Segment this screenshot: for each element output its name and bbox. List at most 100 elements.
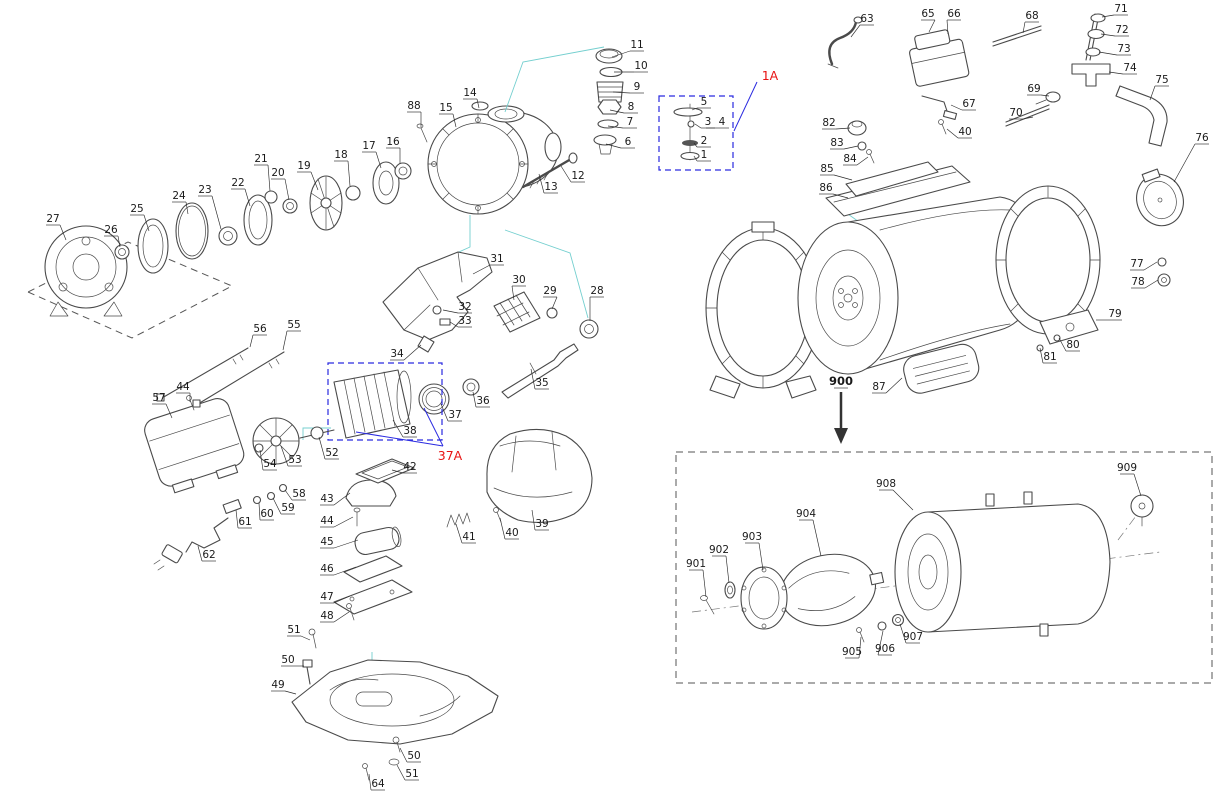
part-label-2: 2 [693, 135, 711, 148]
svg-text:63: 63 [860, 13, 873, 25]
part-label-28: 28 [589, 285, 604, 321]
part-label-39: 39 [531, 509, 549, 531]
svg-text:4: 4 [719, 116, 726, 128]
svg-text:69: 69 [1027, 83, 1040, 95]
fan-53 [252, 417, 300, 465]
svg-text:24: 24 [172, 190, 186, 202]
part-label-58: 58 [284, 488, 306, 501]
part-label-16: 16 [386, 136, 401, 164]
svg-text:8: 8 [628, 101, 635, 113]
part-label-27: 27 [46, 213, 67, 241]
cover-87 [903, 343, 980, 394]
part-label-77: 77 [1130, 258, 1158, 271]
pump-housing-15 [427, 105, 562, 215]
capacitor-45 [354, 526, 402, 556]
part-label-42: 42 [391, 461, 417, 474]
svg-text:70: 70 [1009, 107, 1022, 119]
svg-text:82: 82 [822, 117, 835, 129]
part-label-33: 33 [449, 315, 472, 328]
part-label-905: 905 [842, 636, 862, 659]
svg-text:906: 906 [875, 643, 895, 655]
screw-64 [362, 763, 370, 781]
motor-housing-57 [144, 398, 245, 494]
washer-51-bottom [388, 758, 400, 766]
part-label-5: 5 [691, 96, 711, 111]
part-label-82: 82 [822, 117, 851, 130]
power-cable-62 [153, 517, 229, 571]
svg-text:36: 36 [476, 395, 490, 407]
filter-screen-30 [493, 291, 541, 333]
part-label-63: 63 [850, 13, 874, 38]
svg-text:30: 30 [512, 274, 525, 286]
part-label-88: 88 [407, 100, 422, 127]
svg-text:66: 66 [947, 8, 961, 20]
air-valve-909 [1117, 494, 1154, 541]
svg-text:902: 902 [709, 544, 729, 556]
part-label-86: 86 [819, 182, 849, 199]
foot-79-80-81 [1036, 309, 1099, 352]
part-33 [439, 318, 451, 326]
svg-text:27: 27 [46, 213, 59, 225]
part-label-44: 44 [320, 515, 354, 528]
part-labels: 1110987612131415881617181920212223242526… [46, 3, 1209, 791]
svg-text:61: 61 [238, 516, 251, 528]
svg-text:41: 41 [462, 531, 475, 543]
svg-text:904: 904 [796, 508, 816, 520]
svg-text:7: 7 [627, 116, 634, 128]
svg-text:62: 62 [202, 549, 215, 561]
seal-23 [218, 226, 238, 246]
part-label-4: 4 [706, 116, 729, 129]
washer-21 [264, 190, 278, 204]
svg-text:50: 50 [281, 654, 294, 666]
stator-38 [333, 369, 412, 439]
washer-902 [724, 581, 736, 599]
svg-text:10: 10 [634, 60, 647, 72]
part-label-50: 50 [281, 654, 304, 667]
bracket-43 [345, 479, 397, 507]
part-label-904: 904 [796, 508, 822, 557]
svg-text:68: 68 [1025, 10, 1038, 22]
part-label-85: 85 [820, 163, 853, 181]
part-label-18: 18 [334, 149, 351, 187]
svg-text:86: 86 [819, 182, 833, 194]
part-label-70: 70 [1009, 107, 1034, 120]
ring-29 [546, 307, 558, 319]
svg-text:74: 74 [1123, 62, 1137, 74]
svg-text:6: 6 [625, 136, 632, 148]
washer-52 [310, 426, 324, 440]
svg-text:25: 25 [130, 203, 143, 215]
svg-text:15: 15 [439, 102, 452, 114]
impeller-19 [309, 175, 343, 231]
svg-text:47: 47 [320, 591, 333, 603]
svg-text:79: 79 [1108, 308, 1121, 320]
svg-text:16: 16 [386, 136, 400, 148]
part-label-8: 8 [609, 101, 638, 114]
screw-901 [700, 595, 715, 615]
svg-text:78: 78 [1131, 276, 1144, 288]
svg-text:59: 59 [281, 502, 294, 514]
part-label-53: 53 [280, 445, 302, 467]
part-label-48: 48 [320, 610, 350, 623]
svg-text:907: 907 [903, 631, 923, 643]
part-label-64: 64 [368, 773, 385, 791]
part-label-62: 62 [197, 545, 216, 562]
seal-25 [137, 218, 169, 274]
svg-text:75: 75 [1155, 74, 1168, 86]
svg-text:85: 85 [820, 163, 833, 175]
part-label-81: 81 [1039, 347, 1057, 364]
svg-text:40: 40 [505, 527, 518, 539]
washer-20 [282, 198, 298, 214]
part-label-25: 25 [130, 203, 150, 232]
part-label-68: 68 [1022, 10, 1039, 34]
part-label-41: 41 [455, 523, 476, 544]
part-label-66: 66 [946, 8, 961, 35]
part-label-83: 83 [830, 137, 859, 150]
screw-84 [866, 149, 875, 164]
svg-text:903: 903 [742, 531, 762, 543]
part-label-40: 40 [946, 126, 972, 139]
part-label-84: 84 [843, 153, 869, 166]
part-label-37: 37 [440, 403, 462, 422]
pressure-switch-65-66 [909, 29, 970, 87]
ejector-body-31 [382, 251, 493, 341]
svg-text:22: 22 [231, 177, 244, 189]
